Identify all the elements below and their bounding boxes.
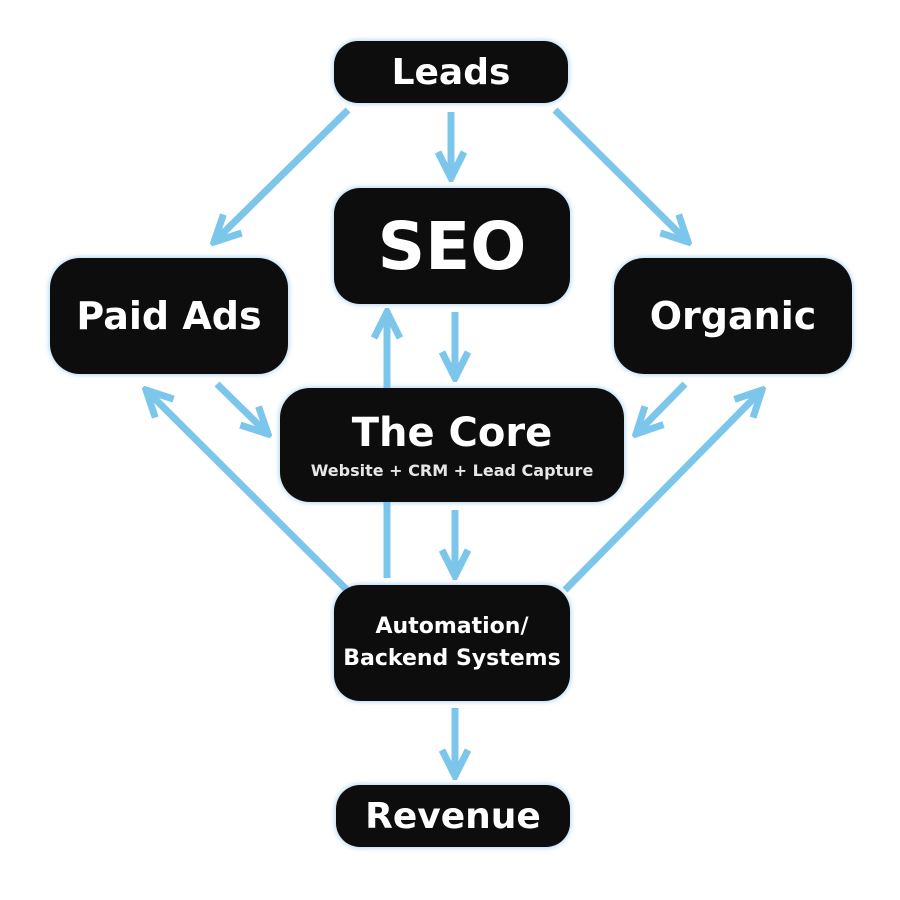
leads-node: Leads	[334, 41, 568, 103]
arrow-organic-to-core	[636, 381, 688, 434]
organic-label: Organic	[649, 294, 817, 338]
seo-label: SEO	[377, 207, 527, 285]
arrow-automation-to-paid-ads	[146, 390, 350, 593]
organic-node: Organic	[614, 258, 852, 374]
arrow-leads-to-organic	[552, 107, 688, 242]
arrow-paid-ads-to-core	[214, 381, 268, 434]
seo-node: SEO	[334, 188, 570, 304]
paid-ads-label: Paid Ads	[76, 294, 262, 338]
arrow-automation-to-organic	[562, 390, 762, 593]
revenue-node: Revenue	[336, 785, 570, 847]
core-subtitle: Website + CRM + Lead Capture	[310, 461, 594, 480]
core-node: The Core Website + CRM + Lead Capture	[280, 388, 624, 502]
paid-ads-node: Paid Ads	[50, 258, 288, 374]
automation-node: Automation/ Backend Systems	[334, 585, 570, 701]
automation-label-line2: Backend Systems	[343, 646, 561, 671]
revenue-label: Revenue	[365, 795, 541, 837]
core-title: The Core	[351, 410, 553, 456]
arrow-leads-to-paid-ads	[214, 107, 351, 242]
automation-label-line1: Automation/	[375, 614, 529, 639]
leads-label: Leads	[391, 51, 511, 93]
